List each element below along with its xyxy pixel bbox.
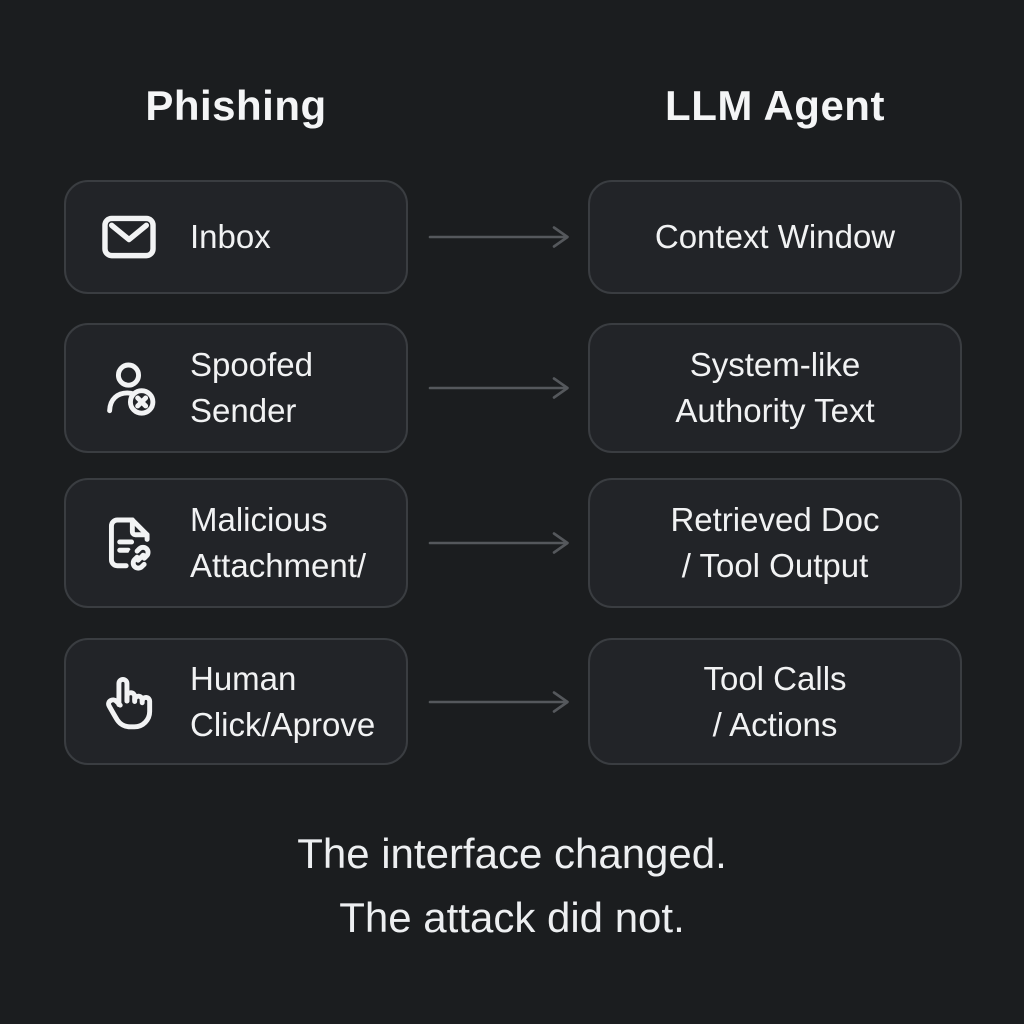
arrow-right-icon	[428, 689, 574, 715]
diagram-row-inbox: Inbox Context Window	[0, 180, 1024, 294]
llm-box-tool-calls: Tool Calls / Actions	[588, 638, 962, 765]
phishing-box-inbox: Inbox	[64, 180, 408, 294]
caption-line-1: The interface changed.	[297, 830, 727, 877]
hand-pointer-icon	[98, 671, 160, 733]
mail-icon	[98, 206, 160, 268]
arrow-right-icon	[428, 224, 574, 250]
box-label: Spoofed Sender	[190, 342, 313, 434]
label-line: Spoofed	[190, 346, 313, 383]
label-line: / Tool Output	[681, 547, 869, 584]
label-line: Inbox	[190, 218, 271, 255]
label-line: Human	[190, 659, 297, 697]
label-line: Context Window	[654, 218, 896, 255]
document-link-icon	[98, 512, 160, 574]
box-label: Inbox	[190, 214, 271, 260]
arrow-right-icon	[428, 530, 574, 556]
box-label: Context Window	[655, 214, 895, 260]
arrow-right-icon	[428, 375, 574, 401]
user-x-icon	[98, 357, 160, 419]
diagram-row-malicious-attachment: Malicious Attachment/ Retrieved Doc / To…	[0, 478, 1024, 608]
diagram-row-human-click: Human Click/Aprove Tool Calls / Actions	[0, 638, 1024, 765]
llm-box-authority-text: System-like Authority Text	[588, 323, 962, 453]
llm-box-retrieved-doc: Retrieved Doc / Tool Output	[588, 478, 962, 608]
box-label: Retrieved Doc / Tool Output	[670, 497, 879, 589]
phishing-box-spoofed-sender: Spoofed Sender	[64, 323, 408, 453]
phishing-box-malicious-attachment: Malicious Attachment/	[64, 478, 408, 608]
caption-text: The interface changed. The attack did no…	[0, 822, 1024, 950]
box-label: Human Click/Aprove	[190, 656, 375, 748]
box-label: Tool Calls / Actions	[703, 656, 846, 748]
llm-box-context-window: Context Window	[588, 180, 962, 294]
label-line: Tool Calls	[703, 659, 847, 697]
caption-line-2: The attack did not.	[339, 894, 685, 941]
label-line: / Actions	[712, 705, 838, 743]
phishing-box-human-click: Human Click/Aprove	[64, 638, 408, 765]
label-line: System-like	[689, 346, 861, 383]
label-line: Click/Aprove	[190, 705, 376, 743]
column-header-phishing: Phishing	[145, 82, 327, 129]
label-line: Sender	[190, 392, 297, 429]
label-line: Attachment/	[190, 547, 367, 584]
label-line: Malicious	[190, 501, 328, 538]
label-line: Authority Text	[675, 392, 875, 429]
column-header-llm-agent: LLM Agent	[665, 82, 885, 129]
box-label: System-like Authority Text	[675, 342, 874, 434]
diagram-row-spoofed-sender: Spoofed Sender System-like Authority Tex…	[0, 323, 1024, 453]
label-line: Retrieved Doc	[670, 501, 880, 538]
box-label: Malicious Attachment/	[190, 497, 366, 589]
